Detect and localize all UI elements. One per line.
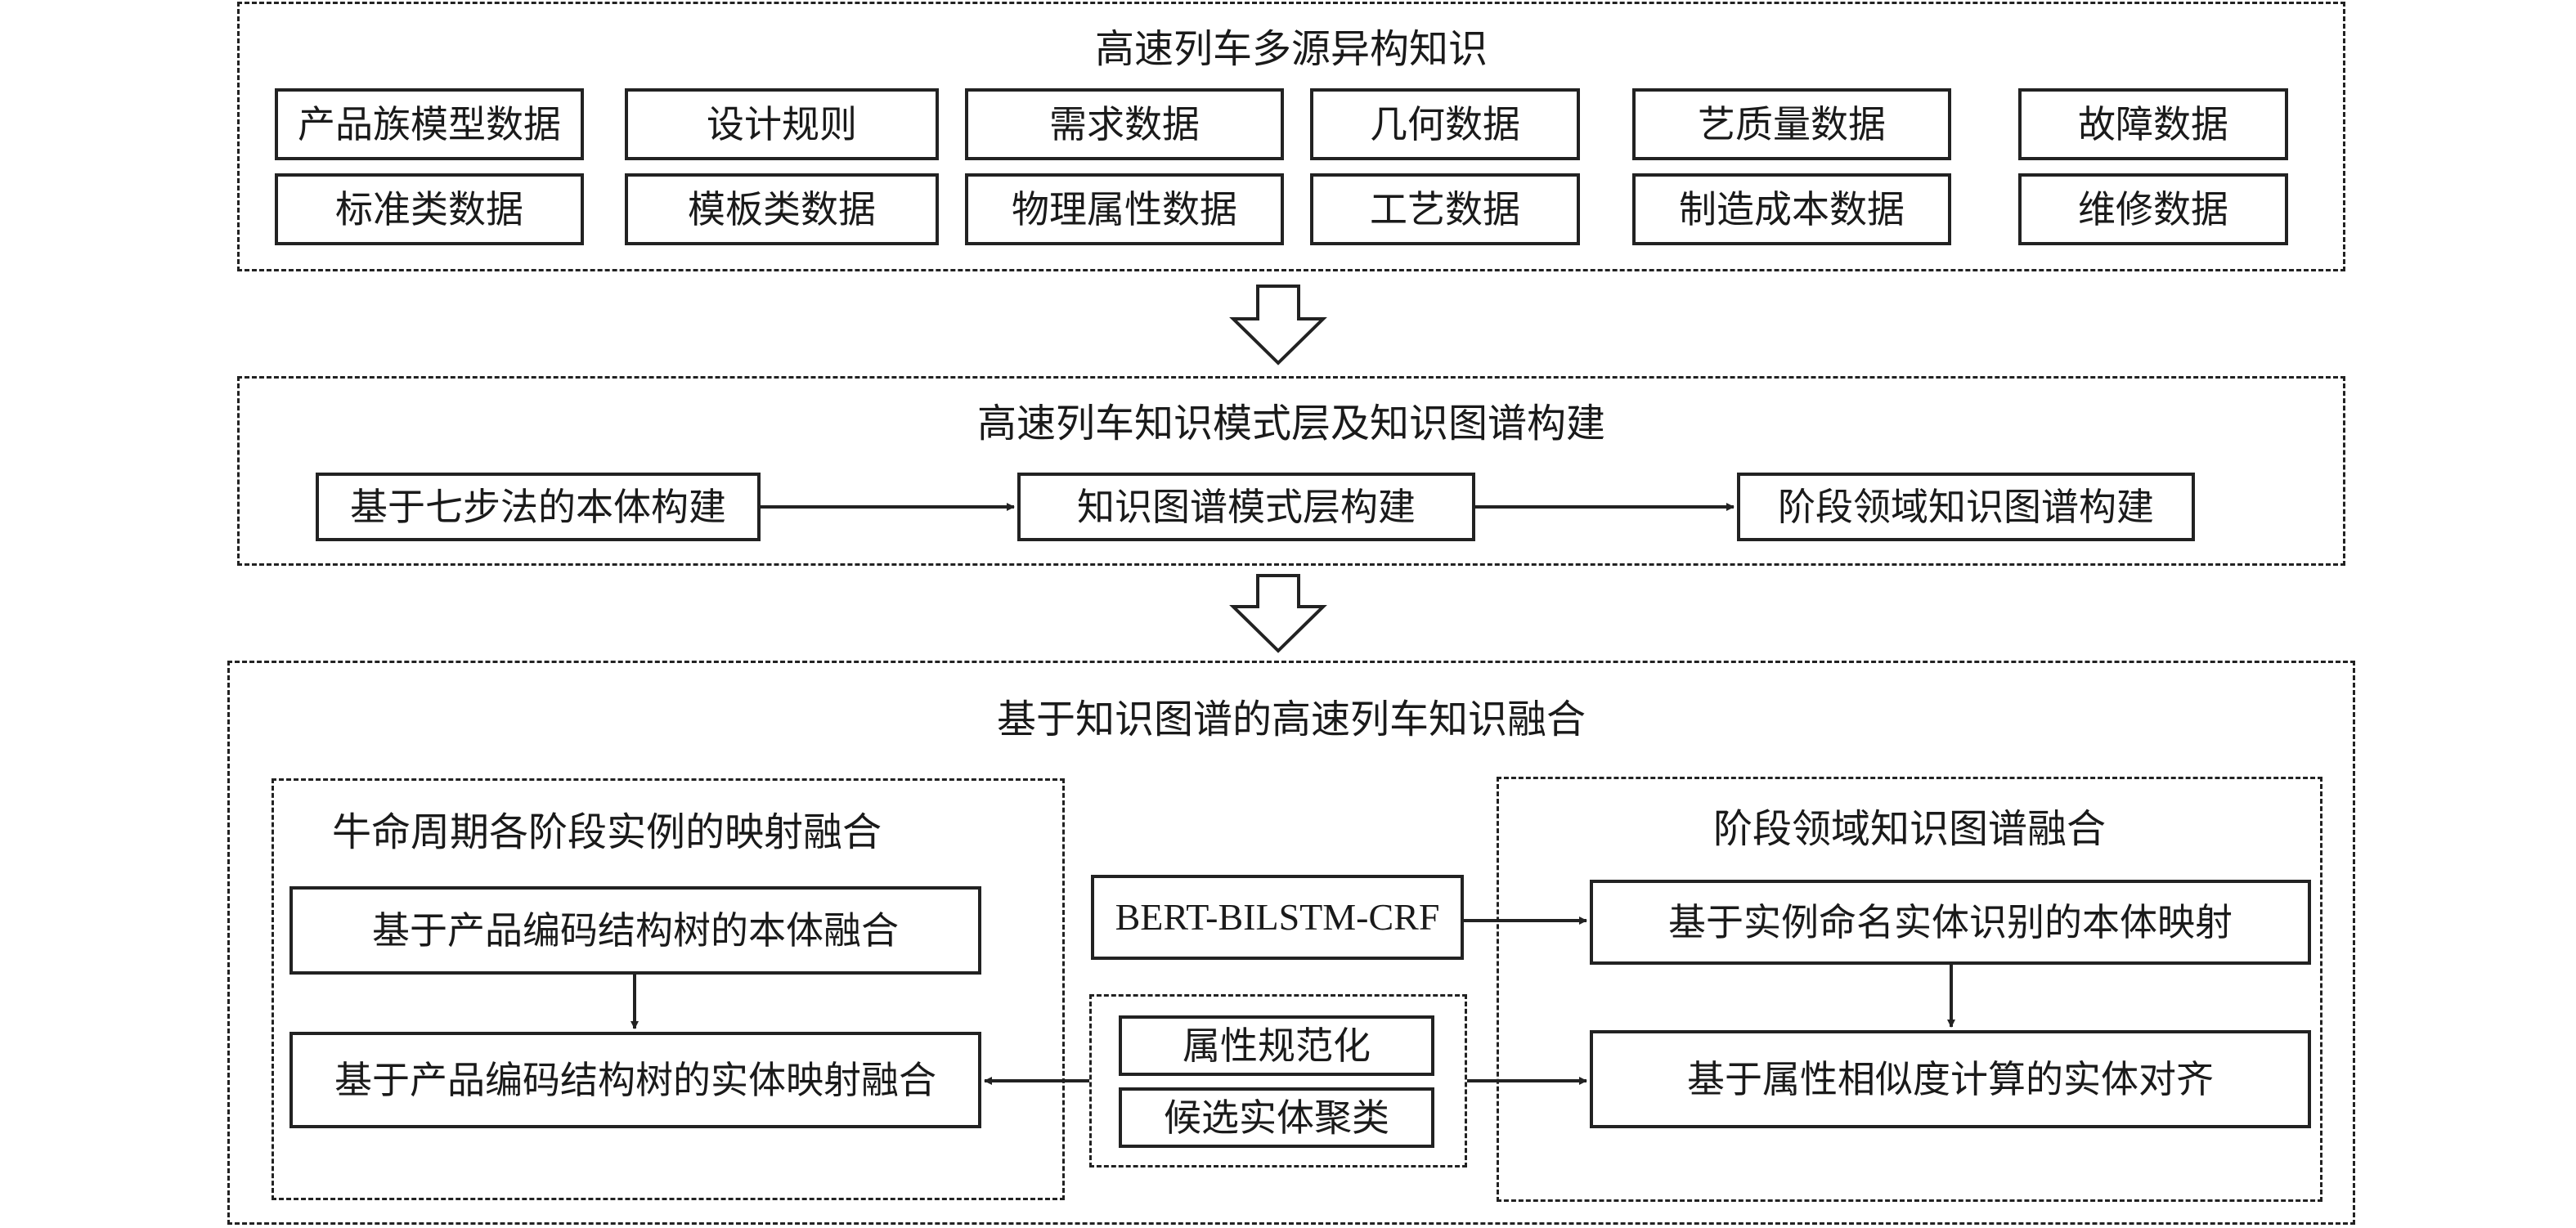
lifecycle-mapping-group [272,778,1065,1200]
code-tree-ontology-fusion-box: 基于产品编码结构树的本体融合 [289,886,981,975]
down-arrow-1 [1229,285,1327,365]
schema-layer-construction-title: 高速列车知识模式层及知识图谱构建 [976,401,1605,446]
similarity-entity-alignment-box: 基于属性相似度计算的实体对齐 [1590,1030,2311,1128]
data-box-design-rules: 设计规则 [625,88,939,160]
stage-domain-fusion-title: 阶段领域知识图谱融合 [1712,806,2106,852]
data-box-physical-attributes: 物理属性数据 [965,173,1284,245]
code-tree-entity-mapping-box: 基于产品编码结构树的实体映射融合 [289,1032,981,1128]
data-box-quality: 艺质量数据 [1632,88,1951,160]
schema-layer-box: 知识图谱模式层构建 [1017,473,1475,541]
down-arrow-2 [1229,574,1327,653]
stage-domain-fusion-group [1497,777,2322,1202]
data-box-requirements: 需求数据 [965,88,1284,160]
data-box-fault: 故障数据 [2018,88,2288,160]
ner-ontology-mapping-box: 基于实例命名实体识别的本体映射 [1590,880,2311,965]
data-box-standards: 标准类数据 [275,173,584,245]
data-box-manufacturing-cost: 制造成本数据 [1632,173,1951,245]
bert-bilstm-crf-box: BERT-BILSTM-CRF [1091,875,1464,960]
knowledge-fusion-title: 基于知识图谱的高速列车知识融合 [996,697,1586,742]
lifecycle-mapping-title: 牛命周期各阶段实例的映射融合 [331,809,882,855]
stage-domain-kg-box: 阶段领域知识图谱构建 [1737,473,2195,541]
data-box-templates: 模板类数据 [625,173,939,245]
data-box-geometry: 几何数据 [1310,88,1580,160]
multi-source-knowledge-group [237,2,2345,271]
multi-source-knowledge-title: 高速列车多源异构知识 [1094,26,1488,72]
data-box-product-family: 产品族模型数据 [275,88,584,160]
knowledge-fusion-group [227,661,2355,1225]
candidate-entity-clustering-box: 候选实体聚类 [1119,1087,1434,1148]
attribute-normalization-box: 属性规范化 [1119,1015,1434,1076]
middle-process-group [1089,994,1467,1167]
schema-layer-construction-group [237,376,2345,566]
data-box-process: 工艺数据 [1310,173,1580,245]
seven-step-ontology-box: 基于七步法的本体构建 [316,473,761,541]
data-box-maintenance: 维修数据 [2018,173,2288,245]
